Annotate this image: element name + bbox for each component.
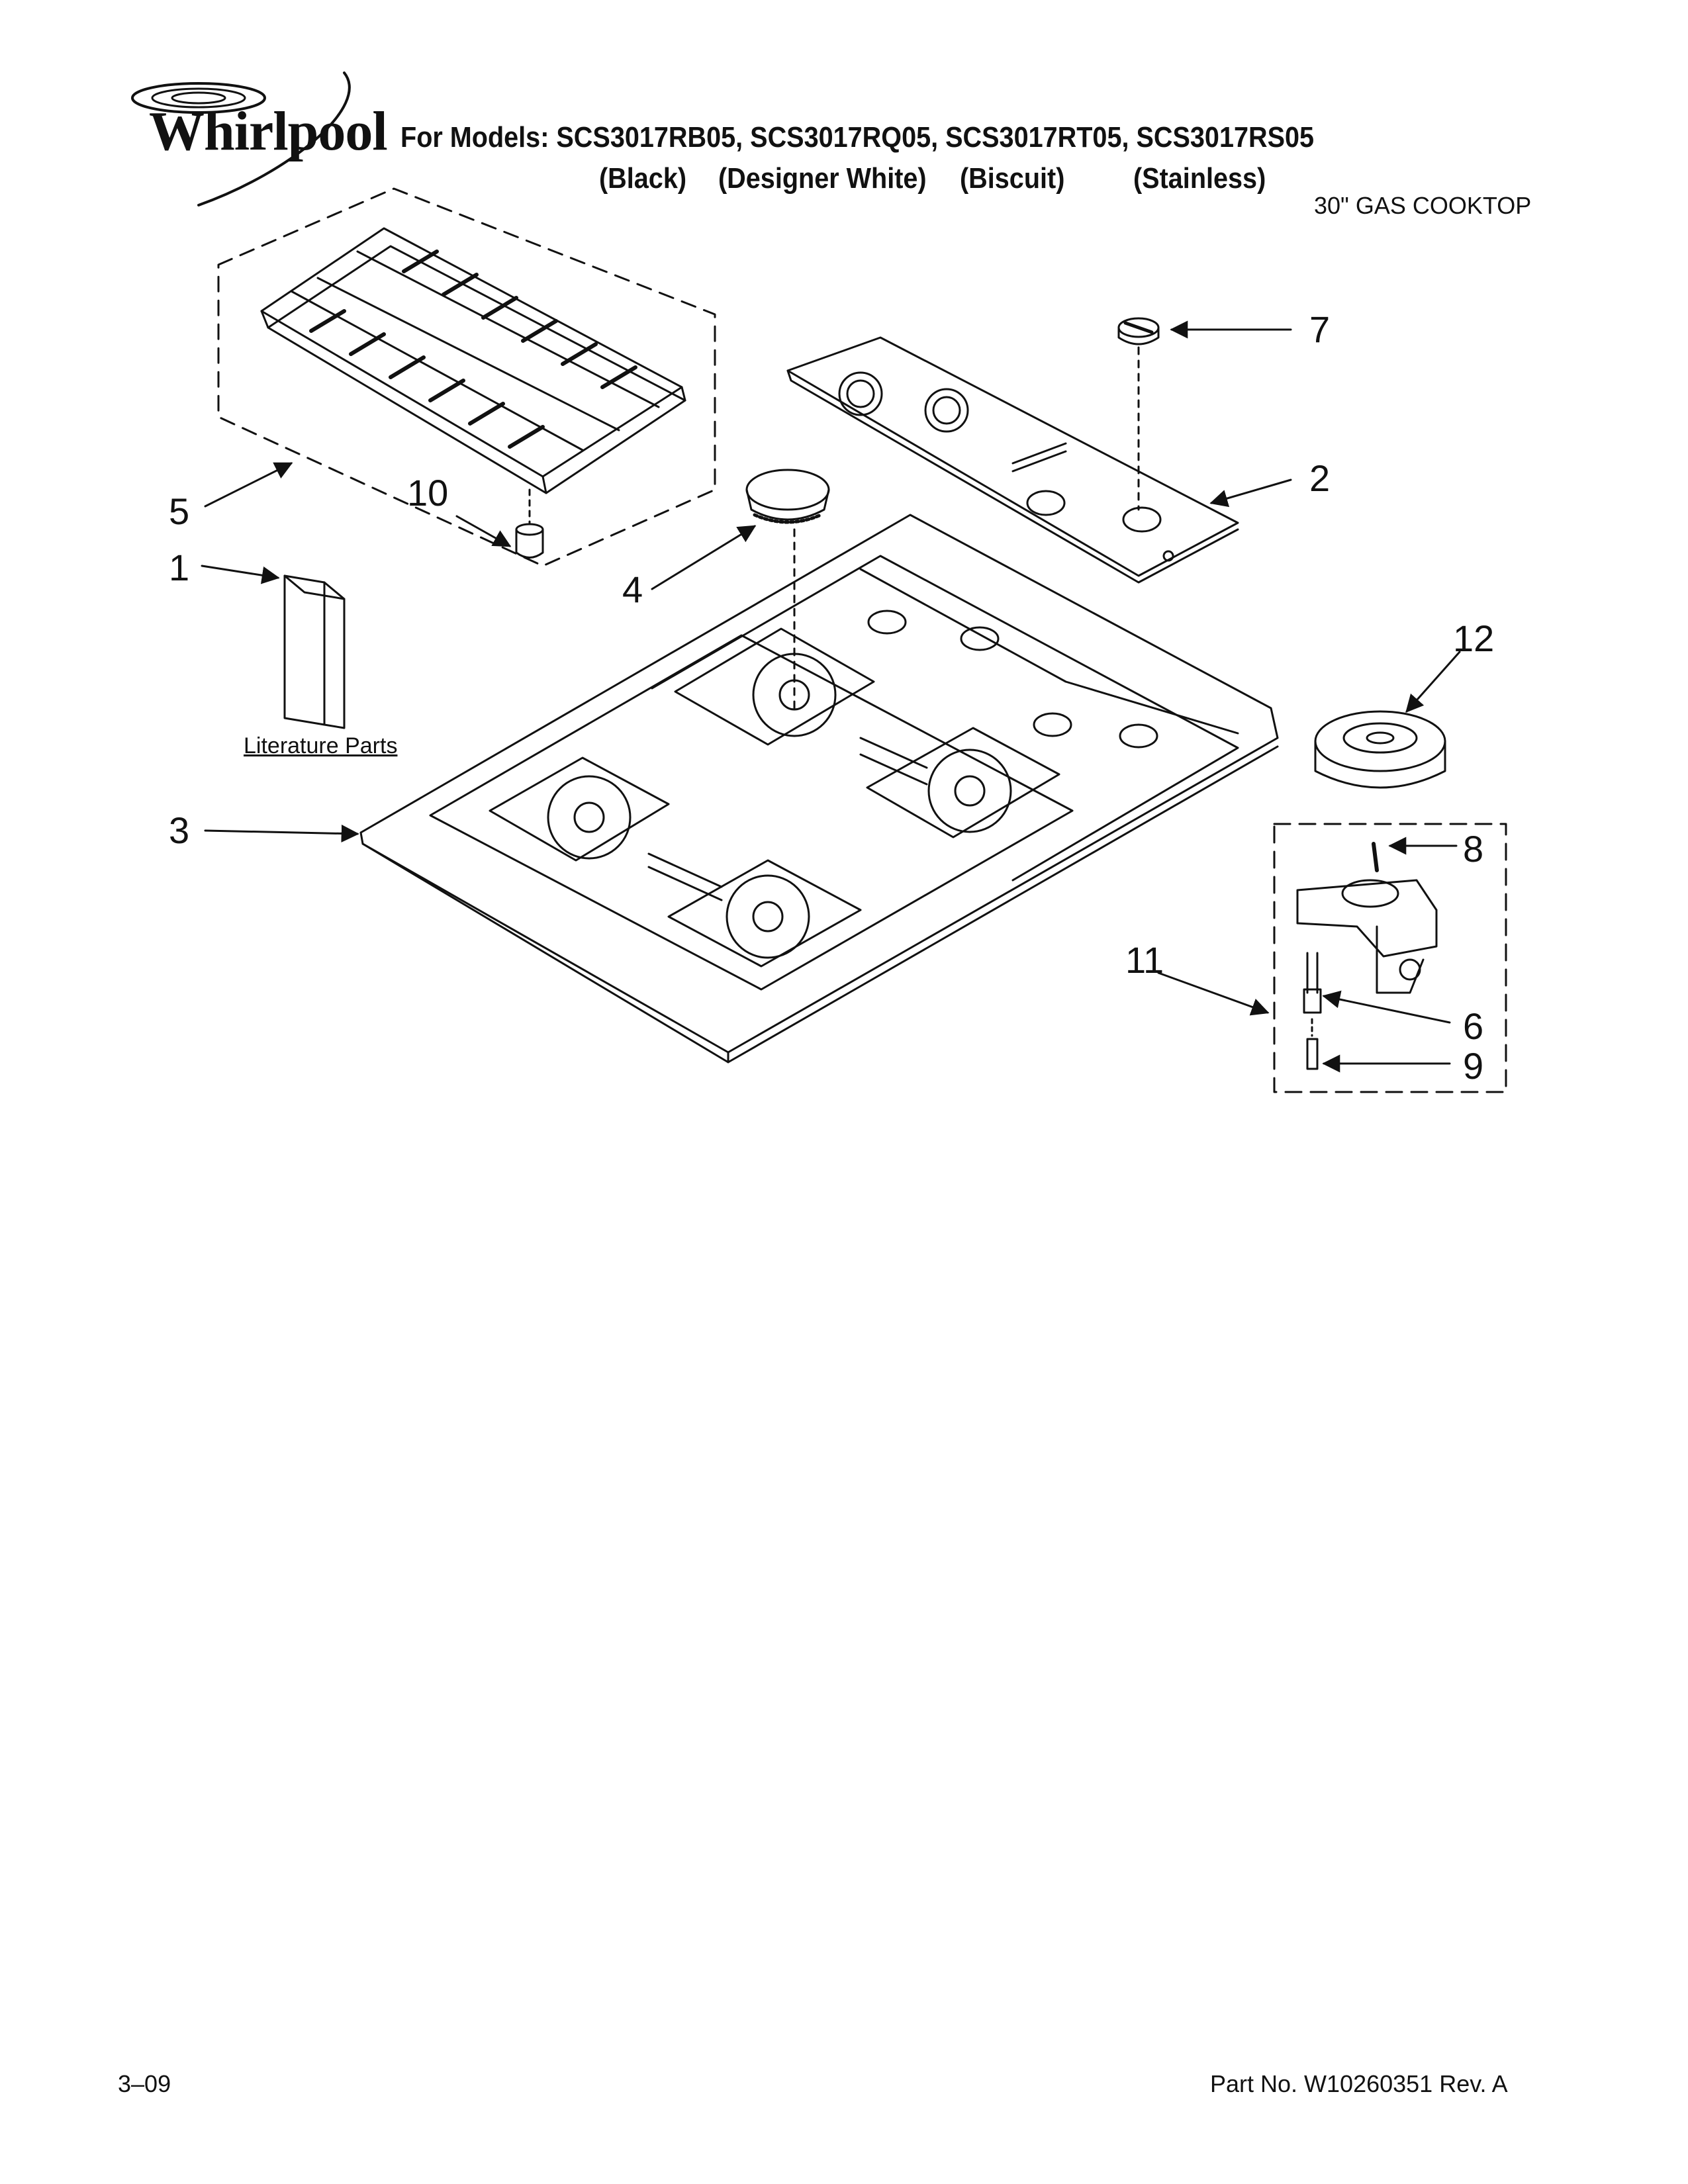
callout-5: 5 — [169, 490, 190, 532]
callout-11: 11 — [1125, 939, 1164, 981]
literature-booklet — [283, 574, 346, 729]
callout-12: 12 — [1453, 617, 1495, 659]
color-stainless: (Stainless) — [1133, 162, 1266, 195]
valve-group-frame — [1273, 823, 1507, 1093]
callout-7: 7 — [1309, 308, 1331, 350]
color-biscuit: (Biscuit) — [960, 162, 1065, 195]
callout-6: 6 — [1463, 1005, 1484, 1047]
cooktop — [359, 514, 1279, 1064]
color-black: (Black) — [599, 162, 687, 195]
callout-3: 3 — [169, 809, 190, 851]
callout-4: 4 — [622, 569, 643, 610]
grate-group-frame — [217, 187, 716, 567]
literature-parts-label: Literature Parts — [244, 733, 398, 758]
callout-2: 2 — [1309, 457, 1331, 499]
grate-foot — [515, 488, 544, 559]
footer-date: 3–09 — [118, 2070, 171, 2097]
page-subtitle: 30" GAS COOKTOP — [1314, 192, 1532, 219]
callout-8: 8 — [1463, 828, 1484, 870]
burner-base — [1314, 710, 1446, 789]
control-knob — [1117, 317, 1160, 511]
callout-1: 1 — [169, 547, 190, 588]
color-designer-white: (Designer White) — [718, 162, 927, 195]
brand-logo-text: Whirlpool — [149, 101, 388, 162]
burner-grate — [260, 227, 686, 494]
control-panel-overlay — [786, 336, 1239, 584]
burner-valve — [1296, 842, 1438, 1070]
whirlpool-logo-swirl — [131, 71, 351, 206]
callout-9: 9 — [1463, 1045, 1484, 1087]
callout-10: 10 — [407, 472, 449, 514]
burner-cap — [745, 469, 830, 716]
footer-part-number: Part No. W10260351 Rev. A — [1210, 2070, 1508, 2097]
leader-lines — [201, 320, 1461, 1073]
models-line: For Models: SCS3017RB05, SCS3017RQ05, SC… — [400, 121, 1315, 154]
